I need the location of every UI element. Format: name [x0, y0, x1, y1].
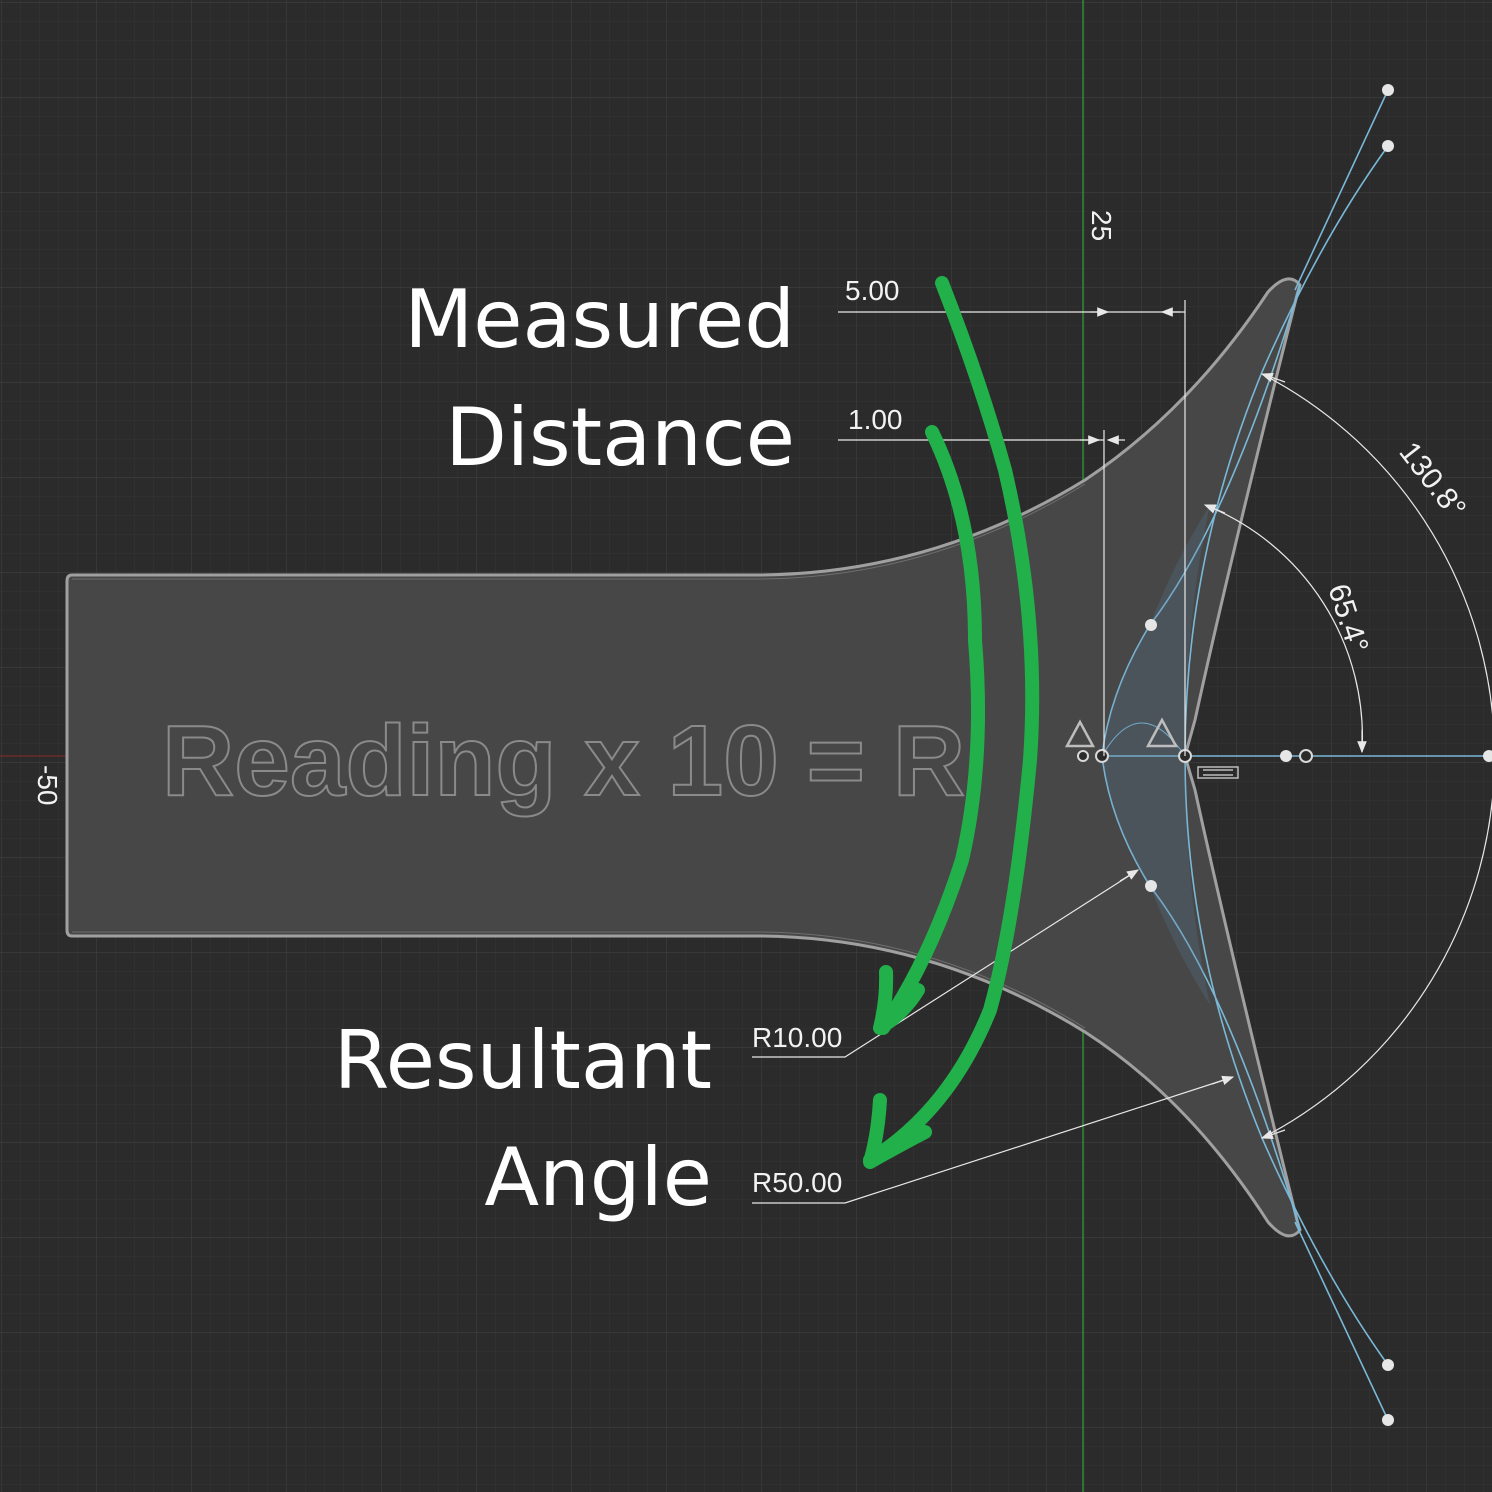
horizontal-constraint-icon[interactable] [1197, 766, 1239, 779]
fix-constraint-icon[interactable] [1064, 719, 1096, 748]
radius-10-label[interactable]: R10.00 [752, 1022, 842, 1053]
formula-watermark: Reading x 10 = R [162, 705, 965, 817]
resultant-label: Resultant [334, 1014, 712, 1107]
green-annotation-arrows [863, 276, 1040, 1169]
tool-body [65, 277, 1302, 1238]
axis-label-left: -50 [32, 765, 63, 805]
distance-label: Distance [445, 391, 795, 484]
sketch-hollow-points[interactable] [1077, 749, 1313, 763]
axis-label-top: 25 [1086, 210, 1117, 241]
fix-constraint-icon-2[interactable] [1145, 717, 1179, 748]
linear-dimensions [838, 300, 1186, 756]
angle-dimension-arcs [1203, 373, 1492, 1139]
sketch-region-shading [1102, 505, 1210, 1005]
radius-50-label[interactable]: R50.00 [752, 1167, 842, 1198]
angle-label: Angle [484, 1131, 712, 1224]
sketch-points[interactable] [1145, 84, 1492, 1426]
dimension-1-label[interactable]: 1.00 [848, 404, 903, 435]
dimension-5-label[interactable]: 5.00 [845, 275, 900, 306]
tool-body-edge-highlight [72, 483, 1086, 1029]
measured-label: Measured [404, 273, 795, 366]
radius-leaders [752, 869, 1235, 1204]
sketch-geometry [1101, 89, 1492, 1421]
